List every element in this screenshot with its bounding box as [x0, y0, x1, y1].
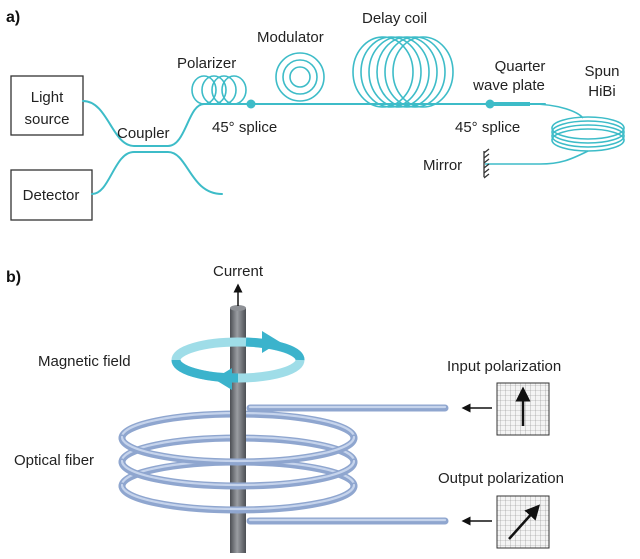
spun-hibi-label-line1: Spun — [584, 63, 619, 80]
spun-hibi-coil — [485, 103, 625, 165]
input-polarization-box — [496, 382, 550, 436]
splice-right-label: 45° splice — [455, 119, 520, 136]
light-source-label-line2: source — [24, 111, 69, 128]
polarizer-coil — [191, 75, 247, 105]
splice-left-dot — [246, 99, 256, 109]
mirror-icon — [483, 148, 490, 179]
magnetic-field-label: Magnetic field — [38, 353, 131, 370]
output-polarization-arrow-icon — [508, 504, 541, 540]
panel-a-tag: a) — [6, 9, 20, 26]
detector-label: Detector — [23, 187, 80, 204]
input-polarization-label: Input polarization — [447, 358, 561, 375]
mirror-label: Mirror — [423, 157, 462, 174]
coupler-label: Coupler — [117, 125, 170, 142]
optical-fiber-label: Optical fiber — [14, 452, 94, 469]
quarter-wave-plate-label-line2: wave plate — [472, 77, 545, 94]
magnetic-field-arrows — [171, 331, 305, 390]
current-label: Current — [213, 263, 264, 280]
splice-left-label: 45° splice — [212, 119, 277, 136]
delay-coil-label: Delay coil — [362, 10, 427, 27]
light-source-box: Light source — [10, 75, 84, 136]
magnetic-field-arrowhead-back — [262, 331, 280, 353]
optical-fiber-coil-front — [118, 404, 449, 525]
output-polarization-label: Output polarization — [438, 470, 564, 487]
spun-hibi-label-line2: HiBi — [588, 83, 616, 100]
detector-box: Detector — [10, 169, 93, 221]
coupler — [82, 100, 223, 195]
light-source-label-line1: Light — [31, 89, 64, 106]
current-conductor — [230, 305, 246, 553]
panel-b-tag: b) — [6, 269, 21, 286]
polarizer-label: Polarizer — [177, 55, 236, 72]
quarter-wave-plate-label-line1: Quarter — [495, 58, 546, 75]
modulator-rings — [275, 52, 325, 102]
delay-coil — [352, 36, 454, 108]
modulator-label: Modulator — [257, 29, 324, 46]
output-polarization-box — [496, 495, 550, 549]
magnetic-field-arrowhead-front — [214, 368, 232, 390]
